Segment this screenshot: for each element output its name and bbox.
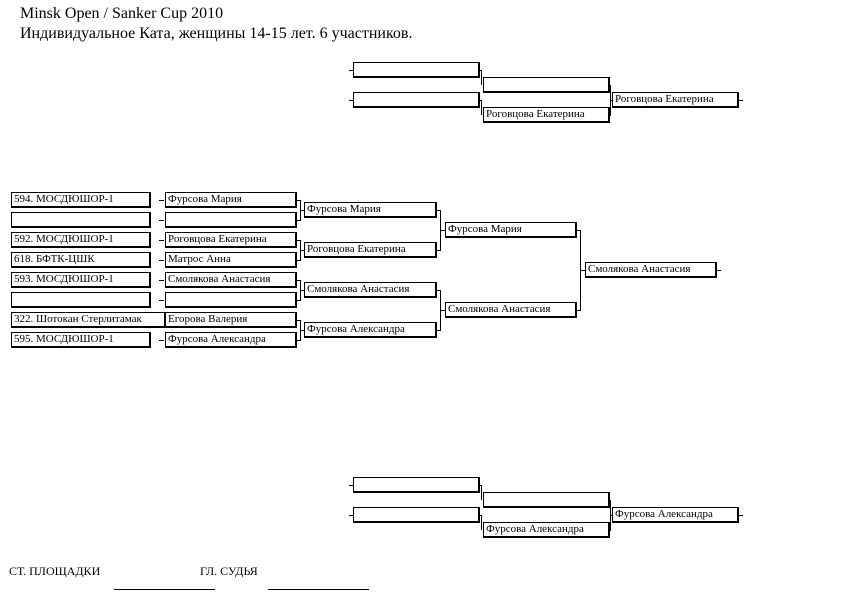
chief-judge-signature-line [268,589,369,590]
repechage-top-winner: Роговцова Екатерина [612,92,739,108]
round1-athlete-4: Матрос Анна [165,252,297,268]
repechage-top-slot-1 [353,62,480,78]
round2-athlete-2: Роговцова Екатерина [304,242,437,258]
page-subtitle: Индивидуальное Ката, женщины 14-15 лет. … [20,25,413,42]
round2-athlete-3: Смолякова Анастасия [304,282,437,298]
repechage-bottom-winner: Фурсова Александра [612,507,739,523]
repechage-bottom-round-2: Фурсова Александра [483,522,610,538]
repechage-top-round-2: Роговцова Екатерина [483,107,610,123]
club-4: 618. БФТК-ЦШК [11,252,151,268]
club-3: 592. МОСДЮШОР-1 [11,232,151,248]
round1-athlete-5: Смолякова Анастасия [165,272,297,288]
round1-athlete-8: Фурсова Александра [165,332,297,348]
chief-judge-label: ГЛ. СУДЬЯ [200,564,258,578]
repechage-bottom-round-1 [483,492,610,508]
semifinal-athlete-2: Смолякова Анастасия [445,302,577,318]
club-5: 593. МОСДЮШОР-1 [11,272,151,288]
round2-athlete-4: Фурсова Александра [304,322,437,338]
page-title: Minsk Open / Sanker Cup 2010 [20,5,224,22]
site-chief-signature-line [114,589,215,590]
round1-athlete-1: Фурсова Мария [165,192,297,208]
repechage-bottom-slot-2 [353,507,480,523]
round1-athlete-3: Роговцова Екатерина [165,232,297,248]
round1-athlete-6 [165,292,297,308]
final-winner: Смолякова Анастасия [585,262,717,278]
club-1: 594. МОСДЮШОР-1 [11,192,151,208]
repechage-bottom-slot-1 [353,477,480,493]
semifinal-athlete-1: Фурсова Мария [445,222,577,238]
club-8: 595. МОСДЮШОР-1 [11,332,151,348]
repechage-top-round-1 [483,77,610,93]
repechage-top-slot-2 [353,92,480,108]
round1-athlete-2 [165,212,297,228]
club-2 [11,212,151,228]
site-chief-label: СТ. ПЛОЩАДКИ [9,564,101,578]
club-7: 322. Шотокан Стерлитамак [11,312,166,328]
round1-athlete-7: Егорова Валерия [165,312,297,328]
club-6 [11,292,151,308]
round2-athlete-1: Фурсова Мария [304,202,437,218]
